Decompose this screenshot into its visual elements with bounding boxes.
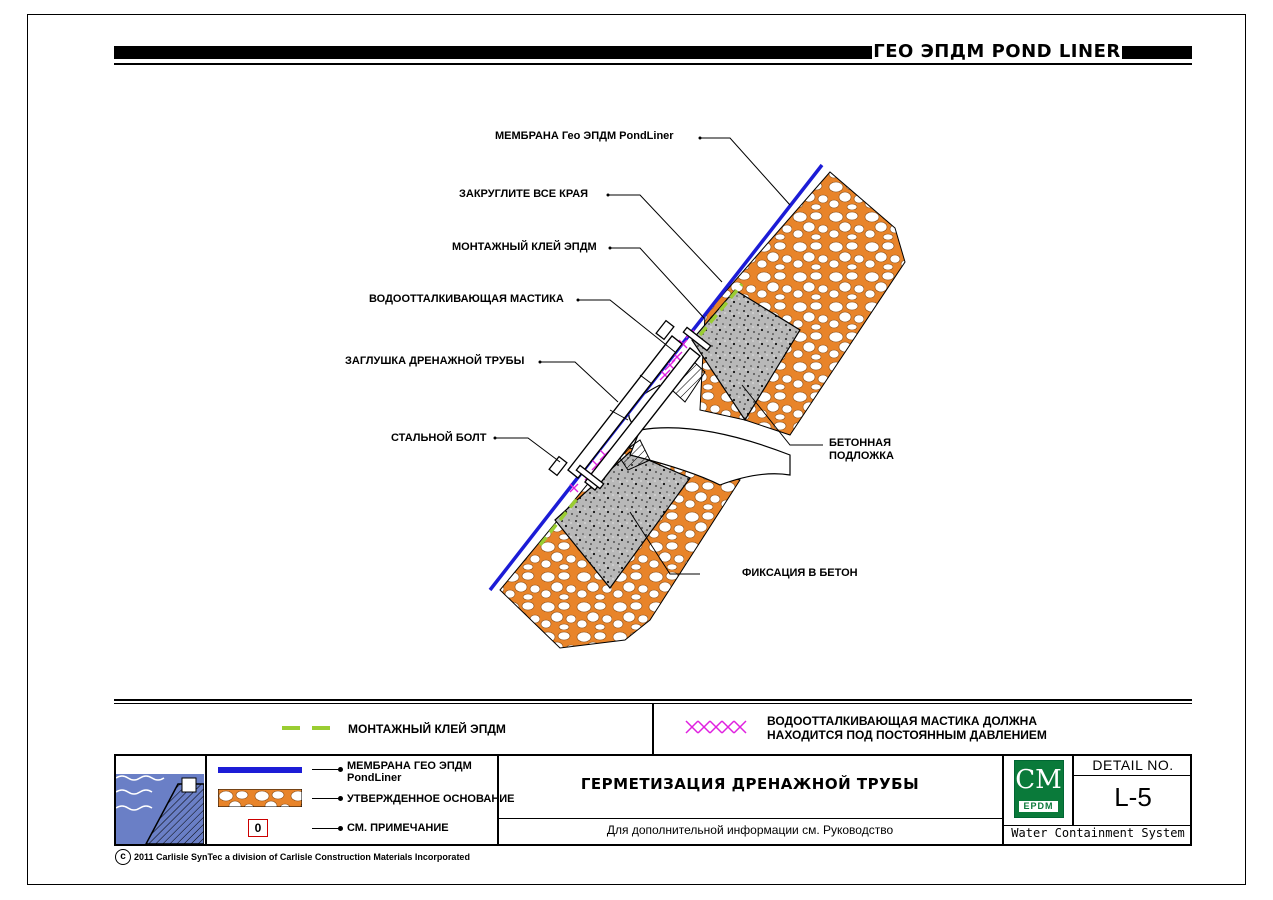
leader-lines <box>495 137 823 575</box>
callout-steel-bolt: СТАЛЬНОЙ БОЛТ <box>391 432 487 444</box>
logo-letters: CM <box>1015 765 1062 795</box>
tb-membrane-label: МЕМБРАНА ГЕО ЭПДМ PondLiner <box>347 760 472 784</box>
legend-mastic-line1: ВОДООТТАЛКИВАЮЩАЯ МАСТИКА ДОЛЖНА <box>767 714 1037 728</box>
detail-number: L-5 <box>1114 782 1152 812</box>
callout-pipe-plug: ЗАГЛУШКА ДРЕНАЖНОЙ ТРУБЫ <box>345 355 525 367</box>
tb-base-label: УТВЕРЖДЕННОЕ ОСНОВАНИЕ <box>347 793 515 805</box>
adhesive-line-upper <box>698 282 744 337</box>
legend-mastic-swatch <box>685 720 747 734</box>
title-block-frame <box>114 754 1192 846</box>
tb-membrane-line1: МЕМБРАНА ГЕО ЭПДМ <box>347 760 472 772</box>
legend-adhesive-swatch <box>282 726 342 730</box>
callout-round-edges: ЗАКРУГЛИТЕ ВСЕ КРАЯ <box>459 188 589 200</box>
callout-concrete-base-line2: ПОДЛОЖКА <box>829 450 894 462</box>
detail-label: DETAIL NO. <box>1092 757 1174 773</box>
tb-membrane-swatch <box>218 767 302 773</box>
header-rule <box>114 63 1192 65</box>
legend-divider <box>652 703 654 755</box>
copyright-text: 2011 Carlisle SynTec a division of Carli… <box>134 852 470 862</box>
pipe-plug-plate <box>567 335 683 479</box>
concrete-base-upper <box>691 289 801 422</box>
callout-adhesive: МОНТАЖНЫЙ КЛЕЙ ЭПДМ <box>452 241 597 253</box>
drawing-subtitle: Для дополнительной информации см. Руково… <box>606 823 894 837</box>
callout-membrane: МЕМБРАНА Гео ЭПДМ PondLiner <box>495 130 674 142</box>
legend-top-rule <box>114 699 1192 701</box>
legend-mastic-line2: НАХОДИТСЯ ПОД ПОСТОЯННЫМ ДАВЛЕНИЕМ <box>767 728 1047 742</box>
logo-sub: EPDM <box>1019 801 1058 812</box>
tb-gravel-swatch <box>218 789 302 807</box>
pond-thumbnail-icon <box>116 756 204 844</box>
callout-concrete-base-line1: БЕТОННАЯ <box>829 437 891 449</box>
cm-epdm-logo: CM EPDM <box>1014 760 1064 818</box>
drawing-title: ГЕРМЕТИЗАЦИЯ ДРЕНАЖНОЙ ТРУБЫ <box>580 775 920 793</box>
tb-note-number: 0 <box>248 819 268 837</box>
callout-concrete-base: БЕТОННАЯ ПОДЛОЖКА <box>829 437 894 463</box>
adhesive-line-lower <box>538 493 582 547</box>
tb-note-label: СМ. ПРИМЕЧАНИЕ <box>347 822 449 834</box>
drain-pipe-channel <box>629 427 791 486</box>
tb-membrane-line2: PondLiner <box>347 772 402 784</box>
page-title: ГЕО ЭПДМ POND LINER <box>872 41 1122 63</box>
legend-mastic-label: ВОДООТТАЛКИВАЮЩАЯ МАСТИКА ДОЛЖНА НАХОДИТ… <box>767 714 1047 742</box>
system-name: Water Containment System <box>1011 826 1185 840</box>
copyright-icon: c <box>115 849 131 865</box>
steel-bolt-lower <box>548 455 605 490</box>
steel-bolt-upper <box>655 319 712 352</box>
callout-mastic: ВОДООТТАЛКИВАЮЩАЯ МАСТИКА <box>369 293 564 305</box>
drawing-frame <box>27 14 1246 885</box>
legend-adhesive-label: МОНТАЖНЫЙ КЛЕЙ ЭПДМ <box>348 722 506 736</box>
callout-fix-concrete: ФИКСАЦИЯ В БЕТОН <box>742 567 858 579</box>
